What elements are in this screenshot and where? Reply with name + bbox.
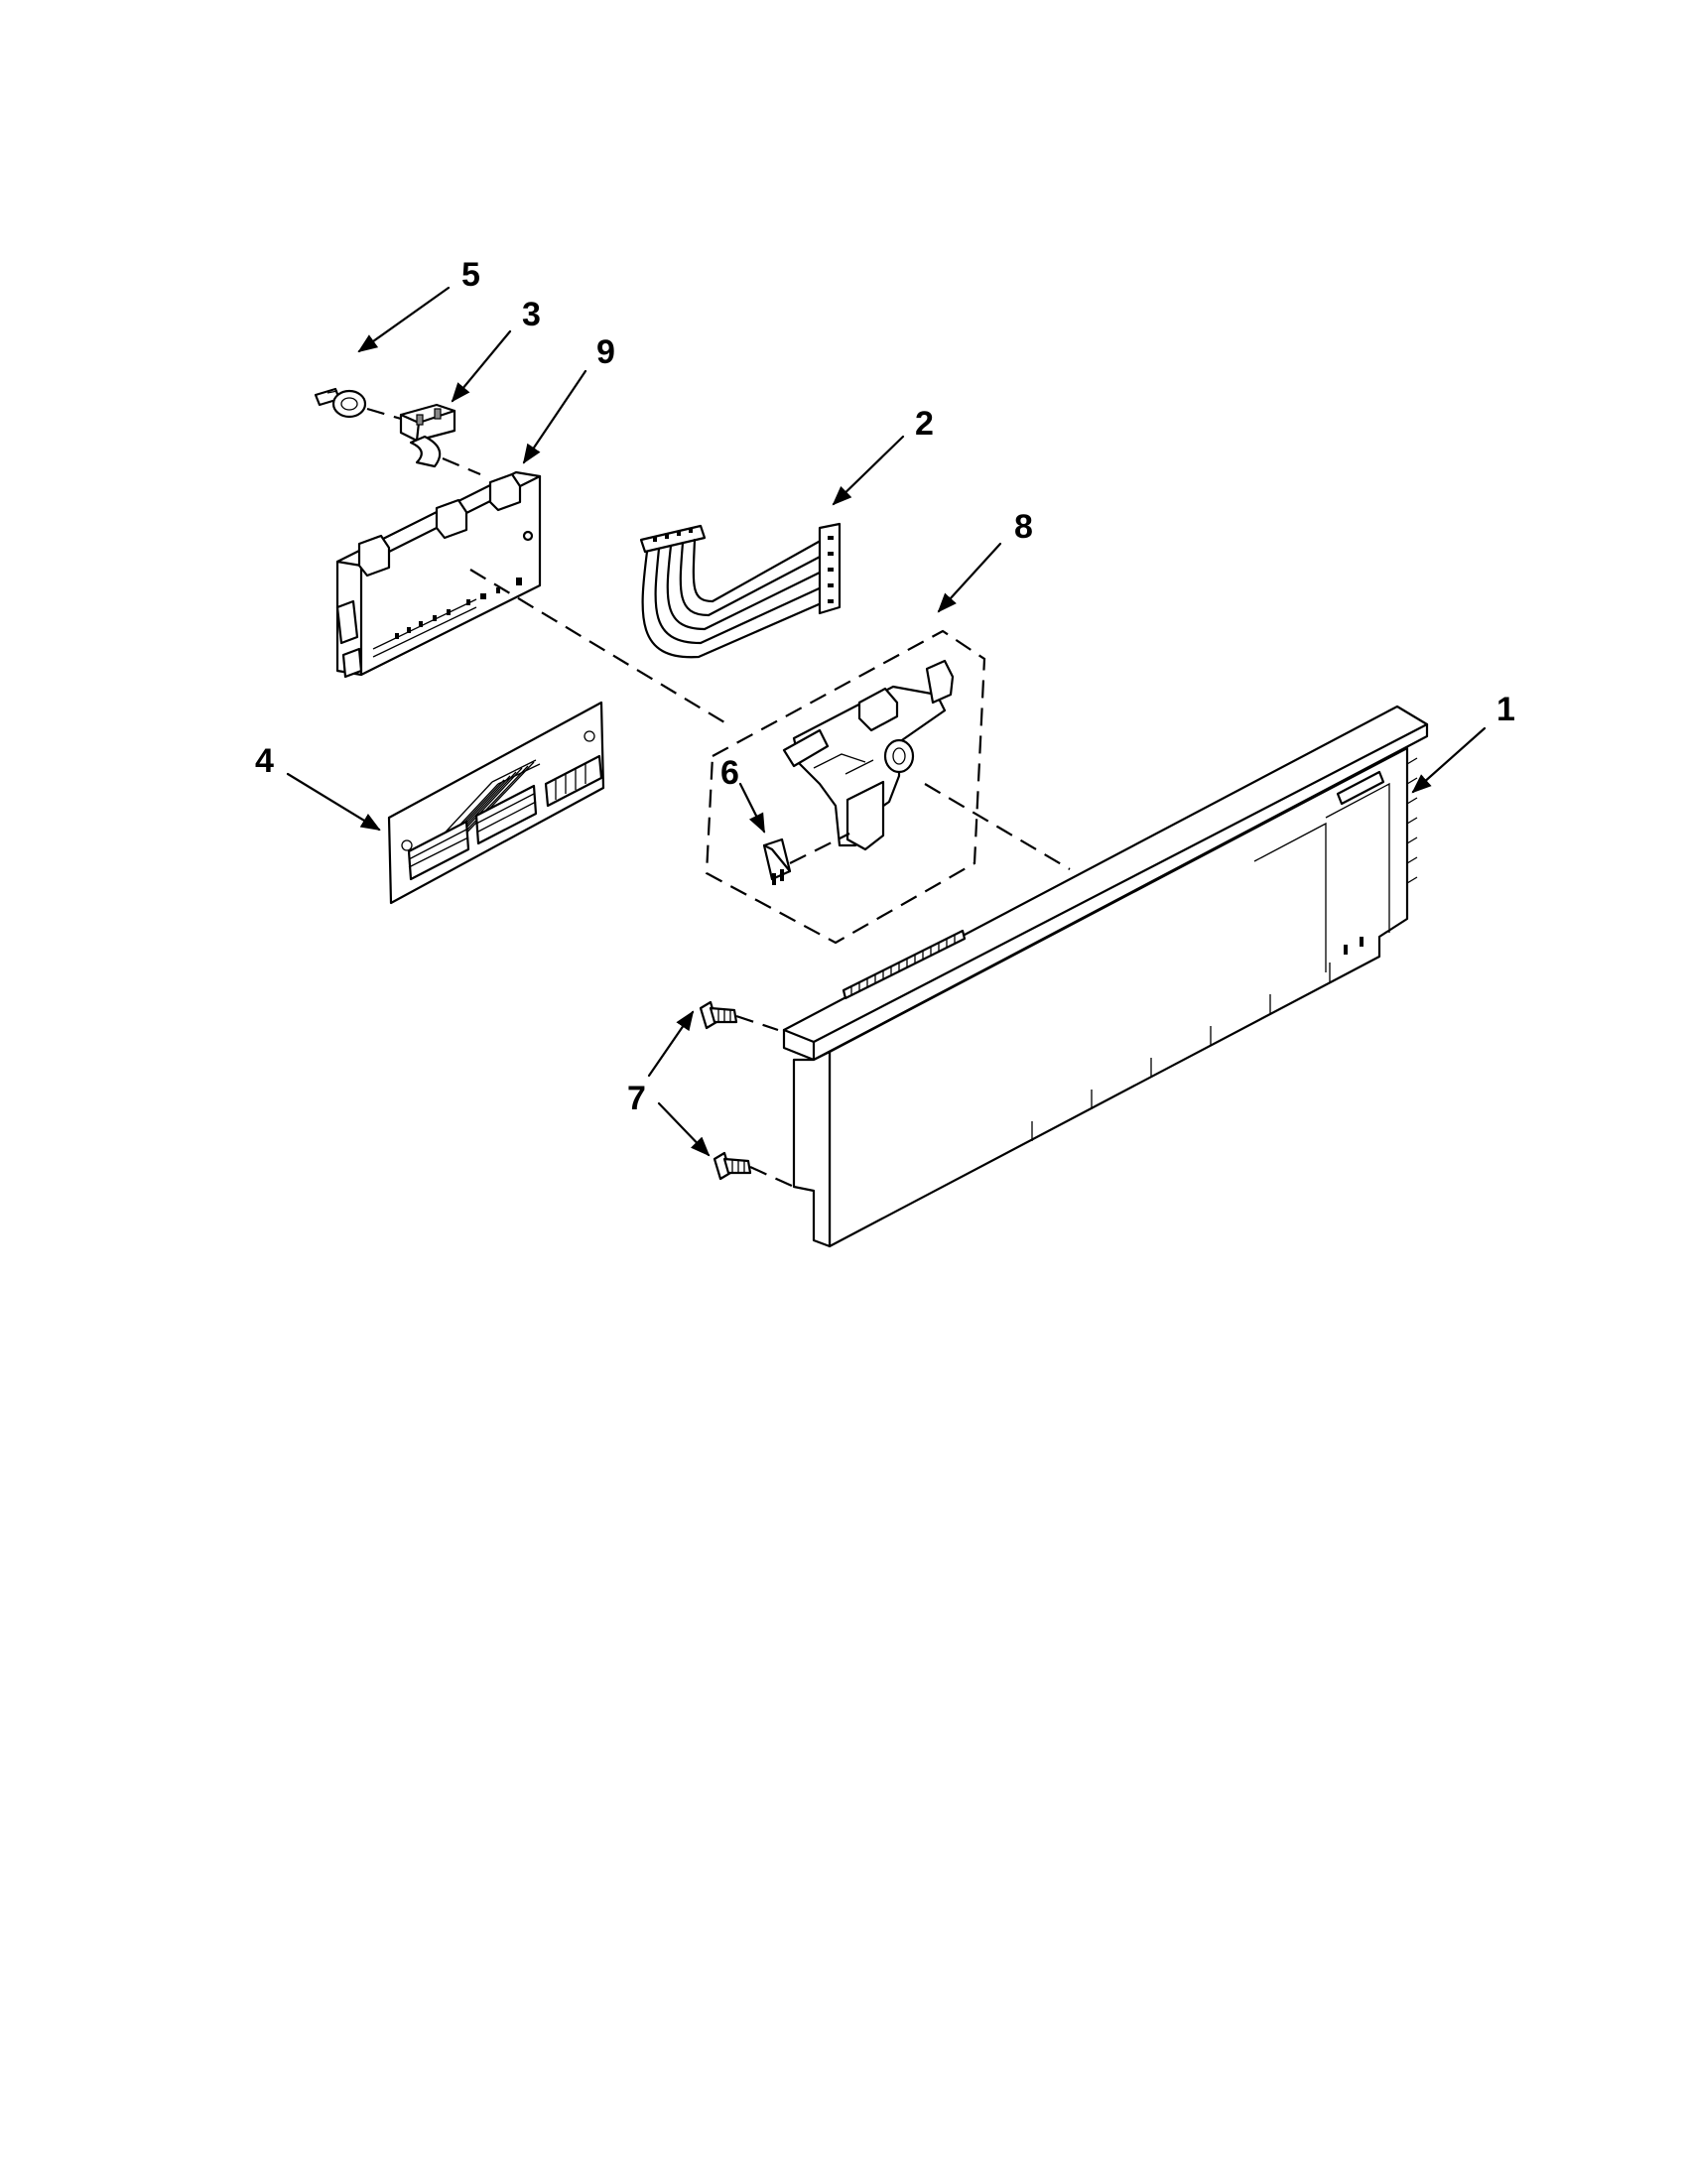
dashed-leader-8-1 [924, 783, 1071, 870]
arrow-1 [1411, 726, 1487, 794]
dashed-leader-3-9 [442, 456, 481, 476]
part-9-control-board[interactable] [335, 470, 542, 679]
part-4-sensor-board[interactable] [387, 701, 605, 905]
callout-5: 5 [461, 256, 480, 294]
arrow-5 [357, 286, 451, 353]
part-6-switch[interactable] [762, 837, 792, 885]
callout-9: 9 [596, 333, 615, 371]
part-2-wire-harness[interactable] [639, 522, 842, 659]
arrow-7-upper [647, 1010, 695, 1078]
part-7-screw-upper[interactable] [699, 1000, 738, 1030]
arrow-6 [738, 782, 766, 834]
part-7-screw-lower[interactable] [713, 1151, 752, 1181]
callout-3: 3 [522, 296, 541, 333]
callout-6: 6 [720, 754, 739, 792]
part-3-bracket[interactable] [399, 403, 456, 468]
arrow-2 [832, 435, 905, 506]
callout-1: 1 [1496, 691, 1515, 728]
dashed-leader-7-upper [735, 1014, 779, 1032]
arrow-3 [451, 329, 512, 403]
arrow-8 [937, 542, 1002, 613]
dashed-leader-5-3 [366, 407, 402, 421]
part-8-bracket-assembly[interactable] [705, 629, 986, 945]
arrow-9 [522, 369, 587, 464]
callout-4: 4 [255, 742, 274, 780]
callout-2: 2 [915, 405, 934, 443]
callout-7: 7 [627, 1080, 646, 1117]
dashed-leader-9-8 [469, 569, 725, 723]
arrow-7-lower [657, 1101, 711, 1157]
callout-8: 8 [1014, 508, 1033, 546]
dashed-leader-7-lower [749, 1165, 795, 1189]
arrow-4 [286, 772, 381, 832]
dashed-leader-6-8 [789, 833, 850, 864]
part-1-control-panel[interactable] [782, 705, 1429, 1248]
part-5-thermal-fuse[interactable] [314, 387, 367, 419]
